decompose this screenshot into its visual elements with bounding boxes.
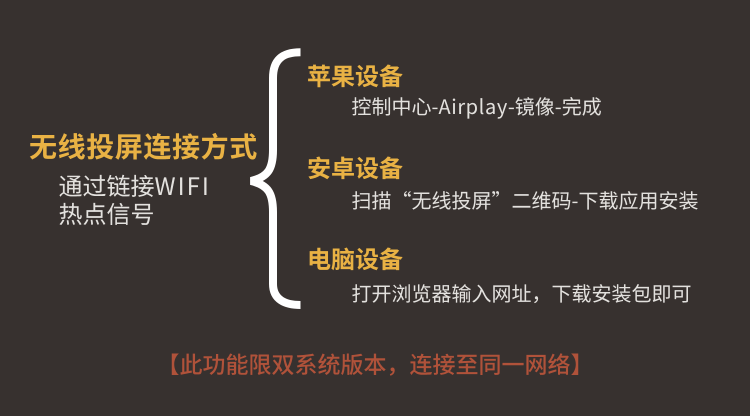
section-pc-description: 打开浏览器输入网址，下载安装包即可	[351, 278, 692, 308]
apple-desc-part1: 控制中心-	[351, 90, 439, 120]
apple-desc-latin: Airplay	[438, 90, 508, 120]
section-apple-heading: 苹果设备	[307, 57, 403, 93]
subtitle-line1-latin: WIFI	[154, 167, 211, 202]
main-title: 无线投屏连接方式	[29, 126, 258, 166]
footer-note: 【此功能限双系统版本，连接至同一网络】	[156, 345, 594, 380]
subtitle-line1-cjk: 通过链接	[58, 167, 155, 202]
section-android-description: 扫描“无线投屏”二维码-下载应用安装	[351, 184, 699, 214]
curly-brace-graphic	[249, 48, 301, 309]
section-apple-description: 控制中心-Airplay-镜像-完成	[352, 95, 602, 116]
section-pc-heading: 电脑设备	[307, 240, 403, 276]
subtitle-line2: 热点信号	[58, 195, 155, 230]
apple-desc-part2: -镜像-完成	[507, 90, 602, 120]
section-android-heading: 安卓设备	[307, 149, 403, 185]
